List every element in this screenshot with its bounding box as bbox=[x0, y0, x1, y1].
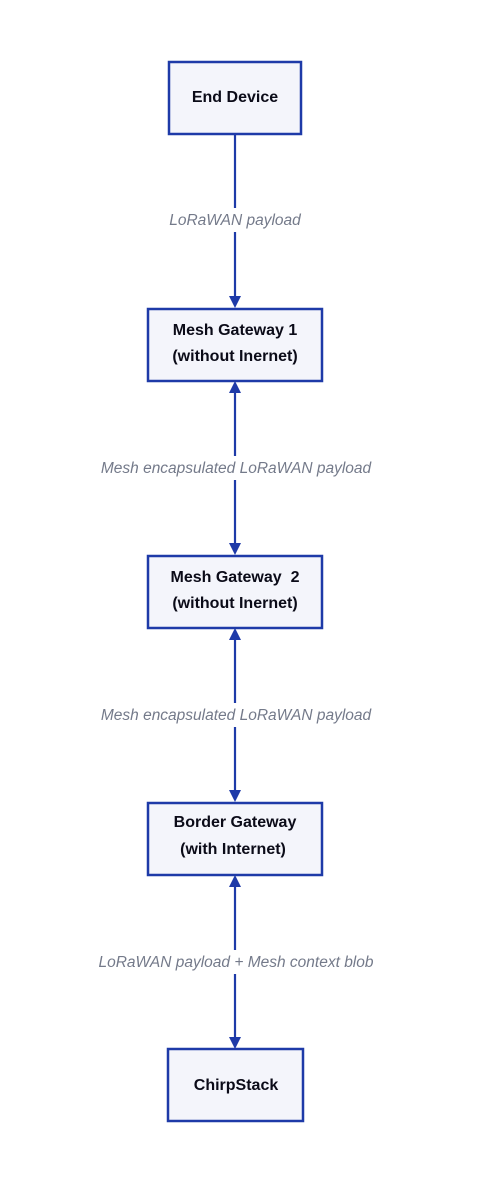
node-label-line-2: (without Inernet) bbox=[172, 595, 297, 612]
edge-end-to-mesh1: LoRaWAN payload bbox=[160, 134, 310, 308]
edge-label: Mesh encapsulated LoRaWAN payload bbox=[101, 460, 373, 477]
node-label-line-1: Mesh Gateway 2 bbox=[171, 569, 300, 586]
arrow-head-down bbox=[229, 296, 241, 308]
node-box bbox=[146, 307, 324, 383]
edge-label-bg bbox=[92, 950, 380, 974]
edge-mesh1-to-mesh2: Mesh encapsulated LoRaWAN payload bbox=[94, 381, 378, 555]
node-label-line-1: Border Gateway bbox=[174, 814, 297, 831]
arrow-head-down bbox=[229, 790, 241, 802]
edge-label-bg bbox=[94, 456, 378, 480]
arrow-head-up bbox=[229, 875, 241, 887]
node-mesh-gateway-2: Mesh Gateway 2 (without Inernet) bbox=[146, 554, 324, 630]
edge-border-to-chirpstack: LoRaWAN payload + Mesh context blob bbox=[92, 875, 380, 1049]
edge-label: LoRaWAN payload + Mesh context blob bbox=[99, 954, 374, 971]
node-box bbox=[146, 554, 324, 630]
node-label-line-2: (with Internet) bbox=[180, 841, 286, 858]
node-label-line-1: Mesh Gateway 1 bbox=[173, 322, 298, 339]
node-label: ChirpStack bbox=[194, 1077, 279, 1094]
node-chirpstack: ChirpStack bbox=[166, 1047, 305, 1123]
node-label: End Device bbox=[192, 89, 278, 106]
node-box bbox=[166, 1047, 305, 1123]
node-mesh-gateway-1: Mesh Gateway 1 (without Inernet) bbox=[146, 307, 324, 383]
arrow-head-up bbox=[229, 381, 241, 393]
arrow-head-down bbox=[229, 1037, 241, 1049]
arrow-head-down bbox=[229, 543, 241, 555]
edge-mesh2-to-border: Mesh encapsulated LoRaWAN payload bbox=[94, 628, 378, 802]
node-box bbox=[167, 60, 303, 136]
edge-label: LoRaWAN payload bbox=[169, 212, 302, 229]
node-box bbox=[146, 801, 324, 877]
edge-label-bg bbox=[94, 703, 378, 727]
node-border-gateway: Border Gateway (with Internet) bbox=[146, 801, 324, 877]
arrow-head-up bbox=[229, 628, 241, 640]
node-label-line-2: (without Inernet) bbox=[172, 348, 297, 365]
edge-label: Mesh encapsulated LoRaWAN payload bbox=[101, 707, 373, 724]
node-end-device: End Device bbox=[167, 60, 303, 136]
edge-label-bg bbox=[160, 208, 310, 232]
